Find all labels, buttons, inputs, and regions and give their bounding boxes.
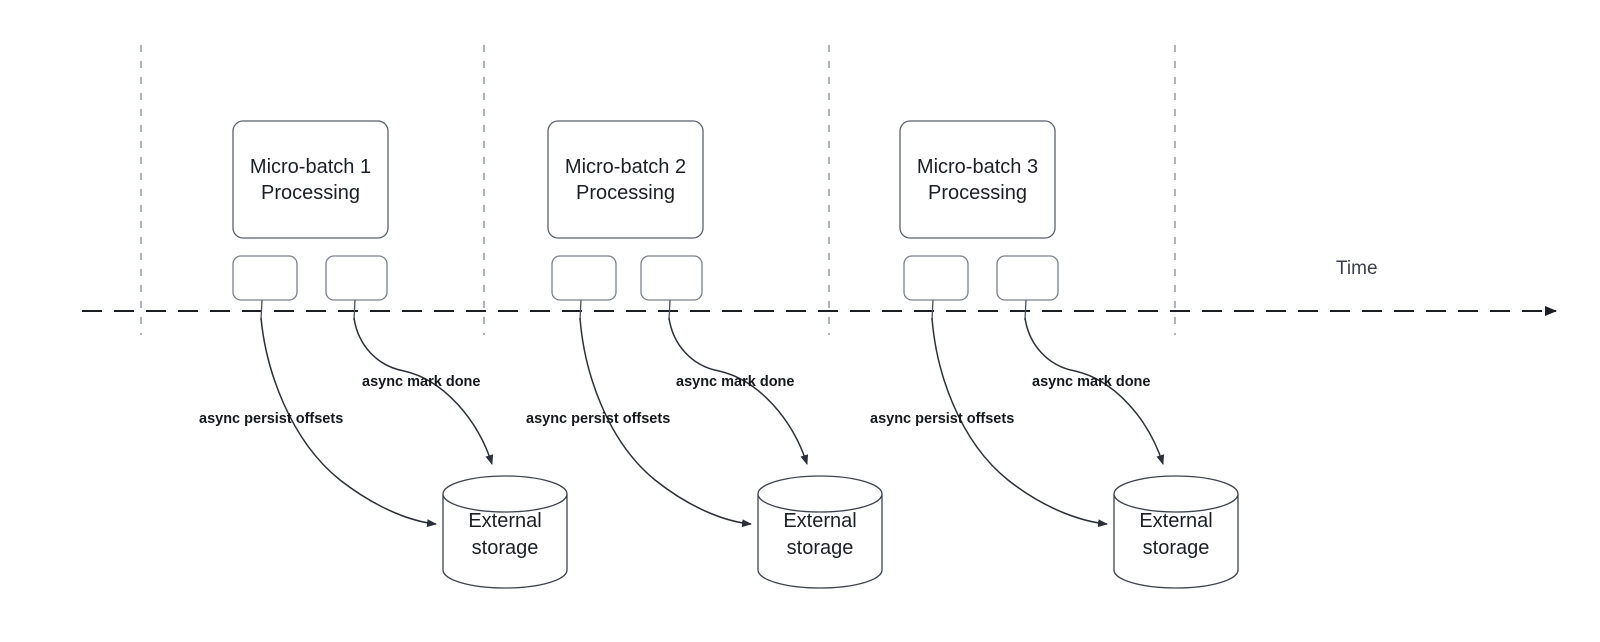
micro-batch-2-label-line1: Micro-batch 2 [565,156,686,178]
external-storage-2-label-line2: storage [787,537,854,559]
async-persist-offsets-label-3: async persist offsets [870,411,1014,427]
external-storage-3-label-line1: External [1139,510,1212,532]
micro-batch-1-task-box-1[interactable] [232,255,298,301]
micro-batch-1-task-1-stem [260,299,263,321]
async-mark-done-label-3: async mark done [1032,374,1150,390]
micro-batch-2-task-box-1[interactable] [551,255,617,301]
external-storage-3-body [1113,494,1239,589]
micro-batch-3-task-2-stem [1024,299,1027,321]
group-2: Micro-batch 2 Processing External storag… [526,120,883,589]
micro-batch-2-task-box-2[interactable] [640,255,703,301]
micro-batch-3-box-shape [899,120,1056,239]
external-storage-1-label-line2: storage [472,537,539,559]
micro-batch-1-processing-box[interactable]: Micro-batch 1 Processing [232,120,389,239]
micro-batch-1-task-box-2[interactable] [325,255,388,301]
micro-batch-3-label-line2: Processing [928,182,1027,204]
micro-batch-2-task-1-stem [579,299,582,321]
external-storage-2-body [757,494,883,589]
batch-boundaries [140,45,1176,335]
micro-batch-1-label-line2: Processing [261,182,360,204]
async-persist-offsets-label-1: async persist offsets [199,411,343,427]
micro-batch-3-task-box-2[interactable] [996,255,1059,301]
external-storage-3-label-line2: storage [1143,537,1210,559]
external-storage-1[interactable]: External storage [442,475,568,589]
async-persist-offsets-arrow-2 [579,317,752,528]
micro-batch-3-task-1-stem [931,299,934,321]
micro-batch-2-label-line2: Processing [576,182,675,204]
async-mark-done-arrow-3 [1024,317,1165,465]
micro-batch-1-label-line1: Micro-batch 1 [250,156,371,178]
time-axis: Time [82,258,1557,316]
async-persist-offsets-label-2: async persist offsets [526,411,670,427]
async-mark-done-arrow-2 [668,317,809,465]
external-storage-3[interactable]: External storage [1113,475,1239,589]
external-storage-1-body [442,494,568,589]
micro-batch-1-task-2-stem [353,299,356,321]
micro-batch-3-task-box-1[interactable] [903,255,969,301]
micro-batch-3-processing-box[interactable]: Micro-batch 3 Processing [899,120,1056,239]
group-1: Micro-batch 1 Processing External storag… [199,120,568,589]
micro-batch-2-box-shape [547,120,704,239]
micro-batch-2-task-2-stem [668,299,671,321]
async-mark-done-label-2: async mark done [676,374,794,390]
async-mark-done-label-1: async mark done [362,374,480,390]
external-storage-3-top [1113,475,1239,513]
group-3: Micro-batch 3 Processing External storag… [870,120,1239,589]
async-persist-offsets-arrow-3 [931,317,1108,528]
time-axis-label: Time [1336,258,1378,279]
micro-batch-2-processing-box[interactable]: Micro-batch 2 Processing [547,120,704,239]
external-storage-2-top [757,475,883,513]
async-persist-offsets-arrow-1 [260,317,437,528]
micro-batch-3-label-line1: Micro-batch 3 [917,156,1038,178]
external-storage-1-top [442,475,568,513]
external-storage-1-label-line1: External [468,510,541,532]
external-storage-2-label-line1: External [783,510,856,532]
micro-batch-1-box-shape [232,120,389,239]
async-mark-done-arrow-1 [353,317,494,465]
external-storage-2[interactable]: External storage [757,475,883,589]
